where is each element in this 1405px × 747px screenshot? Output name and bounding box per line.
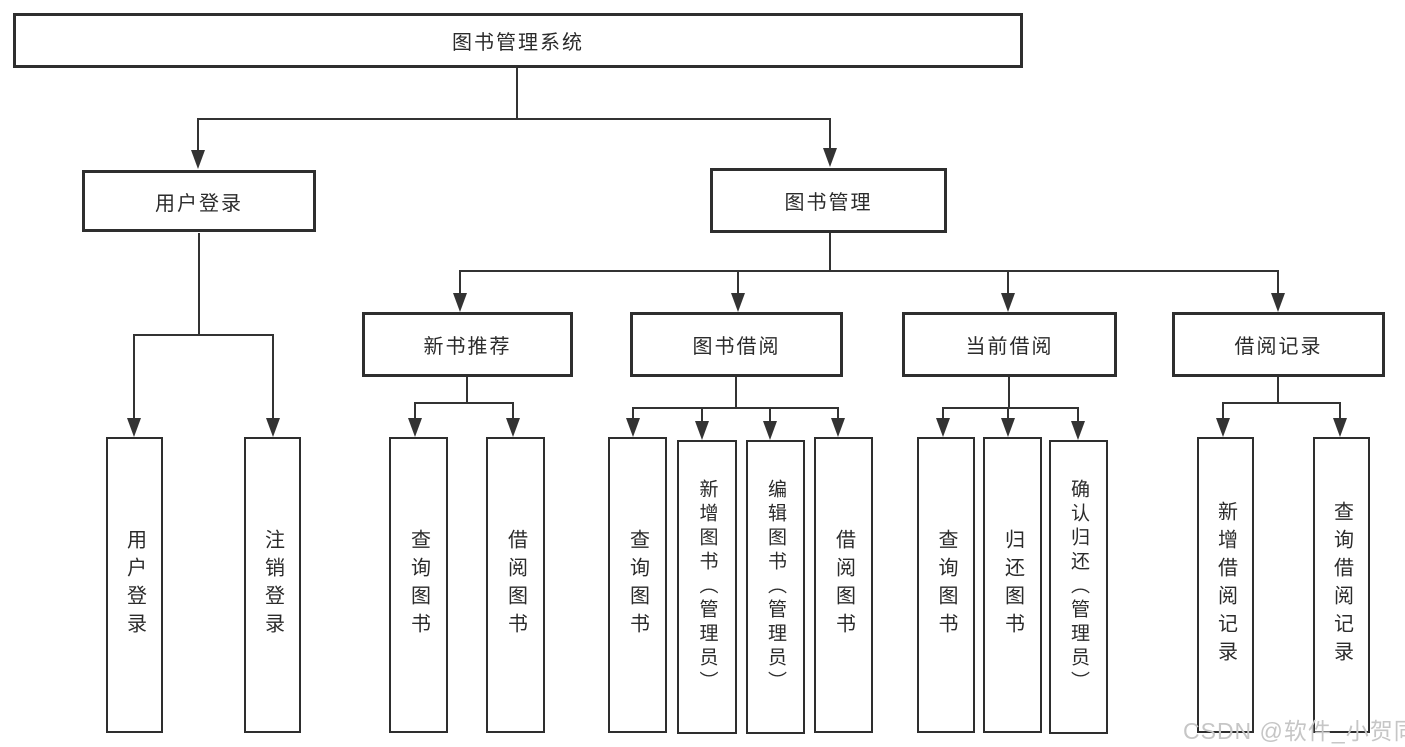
arrowheads <box>127 148 1347 440</box>
node-borrow-book: 借阅图书 <box>814 437 873 733</box>
node-new-book-recommend: 新书推荐 <box>362 312 573 377</box>
node-label: 借阅图书 <box>504 529 527 641</box>
node-query-borrow-record: 查询借阅记录 <box>1313 437 1370 733</box>
node-label: 借阅图书 <box>832 529 855 641</box>
node-label: 查询图书 <box>935 529 957 641</box>
node-add-book-admin: 新增图书（管理员） <box>677 440 737 734</box>
node-query-book-borrowing: 查询图书 <box>608 437 667 733</box>
node-user-login-branch: 用户登录 <box>82 170 316 232</box>
node-library-management-system: 图书管理系统 <box>13 13 1023 68</box>
node-label: 用户登录 <box>123 529 146 641</box>
node-borrowing-records: 借阅记录 <box>1172 312 1385 377</box>
node-book-borrowing: 图书借阅 <box>630 312 843 377</box>
csdn-watermark: CSDN @软件_小贺同学 <box>1183 718 1405 744</box>
node-label: 编辑图书（管理员） <box>765 479 786 695</box>
node-current-borrowing: 当前借阅 <box>902 312 1117 377</box>
node-book-management-branch: 图书管理 <box>710 168 947 233</box>
node-label: 查询借阅记录 <box>1330 501 1353 669</box>
node-query-book-recommend: 查询图书 <box>389 437 448 733</box>
node-query-book-current: 查询图书 <box>917 437 975 733</box>
node-label: 查询图书 <box>407 529 430 641</box>
node-label: 注销登录 <box>261 529 284 641</box>
node-add-borrow-record: 新增借阅记录 <box>1197 437 1254 733</box>
node-label: 新增图书（管理员） <box>696 479 718 695</box>
node-confirm-return-admin: 确认归还（管理员） <box>1049 440 1108 734</box>
node-edit-book-admin: 编辑图书（管理员） <box>746 440 805 734</box>
node-label: 归还图书 <box>1001 529 1024 641</box>
node-label: 确认归还（管理员） <box>1068 479 1089 695</box>
node-label: 查询图书 <box>626 529 649 641</box>
node-user-login: 用户登录 <box>106 437 163 733</box>
node-borrow-book-recommend: 借阅图书 <box>486 437 545 733</box>
node-return-book: 归还图书 <box>983 437 1042 733</box>
node-label: 新增借阅记录 <box>1214 501 1237 669</box>
node-logout: 注销登录 <box>244 437 301 733</box>
